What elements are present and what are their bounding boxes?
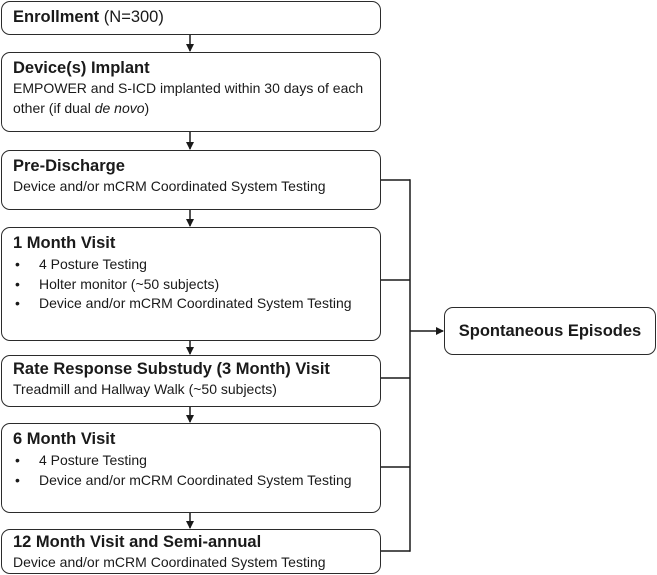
rate-response-box: Rate Response Substudy (3 Month) Visit T… bbox=[1, 355, 381, 407]
implant-title: Device(s) Implant bbox=[13, 59, 150, 77]
month1-bullet-list: 4 Posture Testing Holter monitor (~50 su… bbox=[13, 255, 370, 314]
predischarge-title: Pre-Discharge bbox=[13, 157, 125, 175]
month1-bullet: 4 Posture Testing bbox=[13, 255, 370, 275]
month6-title: 6 Month Visit bbox=[13, 430, 116, 448]
month1-box: 1 Month Visit 4 Posture Testing Holter m… bbox=[1, 227, 381, 341]
implant-text-end: ) bbox=[144, 99, 150, 116]
spontaneous-episodes-title: Spontaneous Episodes bbox=[458, 321, 642, 340]
month12-box: 12 Month Visit and Semi-annual Device an… bbox=[1, 529, 381, 574]
month6-bullet: Device and/or mCRM Coordinated System Te… bbox=[13, 471, 370, 491]
enrollment-title: Enrollment bbox=[13, 8, 100, 26]
month6-bullet: 4 Posture Testing bbox=[13, 451, 370, 471]
month6-bullet-list: 4 Posture Testing Device and/or mCRM Coo… bbox=[13, 451, 370, 490]
enrollment-box: Enrollment (N=300) bbox=[1, 1, 381, 35]
implant-text-emphasis: de novo bbox=[94, 99, 145, 116]
implant-box: Device(s) Implant EMPOWER and S-ICD impl… bbox=[1, 52, 381, 132]
predischarge-text: Device and/or mCRM Coordinated System Te… bbox=[13, 178, 326, 194]
implant-description: EMPOWER and S-ICD implanted within 30 da… bbox=[13, 79, 370, 118]
month6-box: 6 Month Visit 4 Posture Testing Device a… bbox=[1, 423, 381, 513]
enrollment-count: (N=300) bbox=[103, 8, 164, 26]
month12-text: Device and/or mCRM Coordinated System Te… bbox=[13, 554, 326, 570]
predischarge-box: Pre-Discharge Device and/or mCRM Coordin… bbox=[1, 150, 381, 210]
rate-response-text: Treadmill and Hallway Walk (~50 subjects… bbox=[13, 381, 277, 397]
month1-bullet: Device and/or mCRM Coordinated System Te… bbox=[13, 294, 370, 314]
month12-title: 12 Month Visit and Semi-annual bbox=[13, 533, 262, 551]
rate-response-title: Rate Response Substudy (3 Month) Visit bbox=[13, 360, 330, 378]
implant-text: EMPOWER and S-ICD implanted within 30 da… bbox=[13, 80, 364, 116]
spontaneous-episodes-box: Spontaneous Episodes bbox=[444, 307, 656, 355]
month1-bullet: Holter monitor (~50 subjects) bbox=[13, 275, 370, 295]
month1-title: 1 Month Visit bbox=[13, 234, 116, 252]
